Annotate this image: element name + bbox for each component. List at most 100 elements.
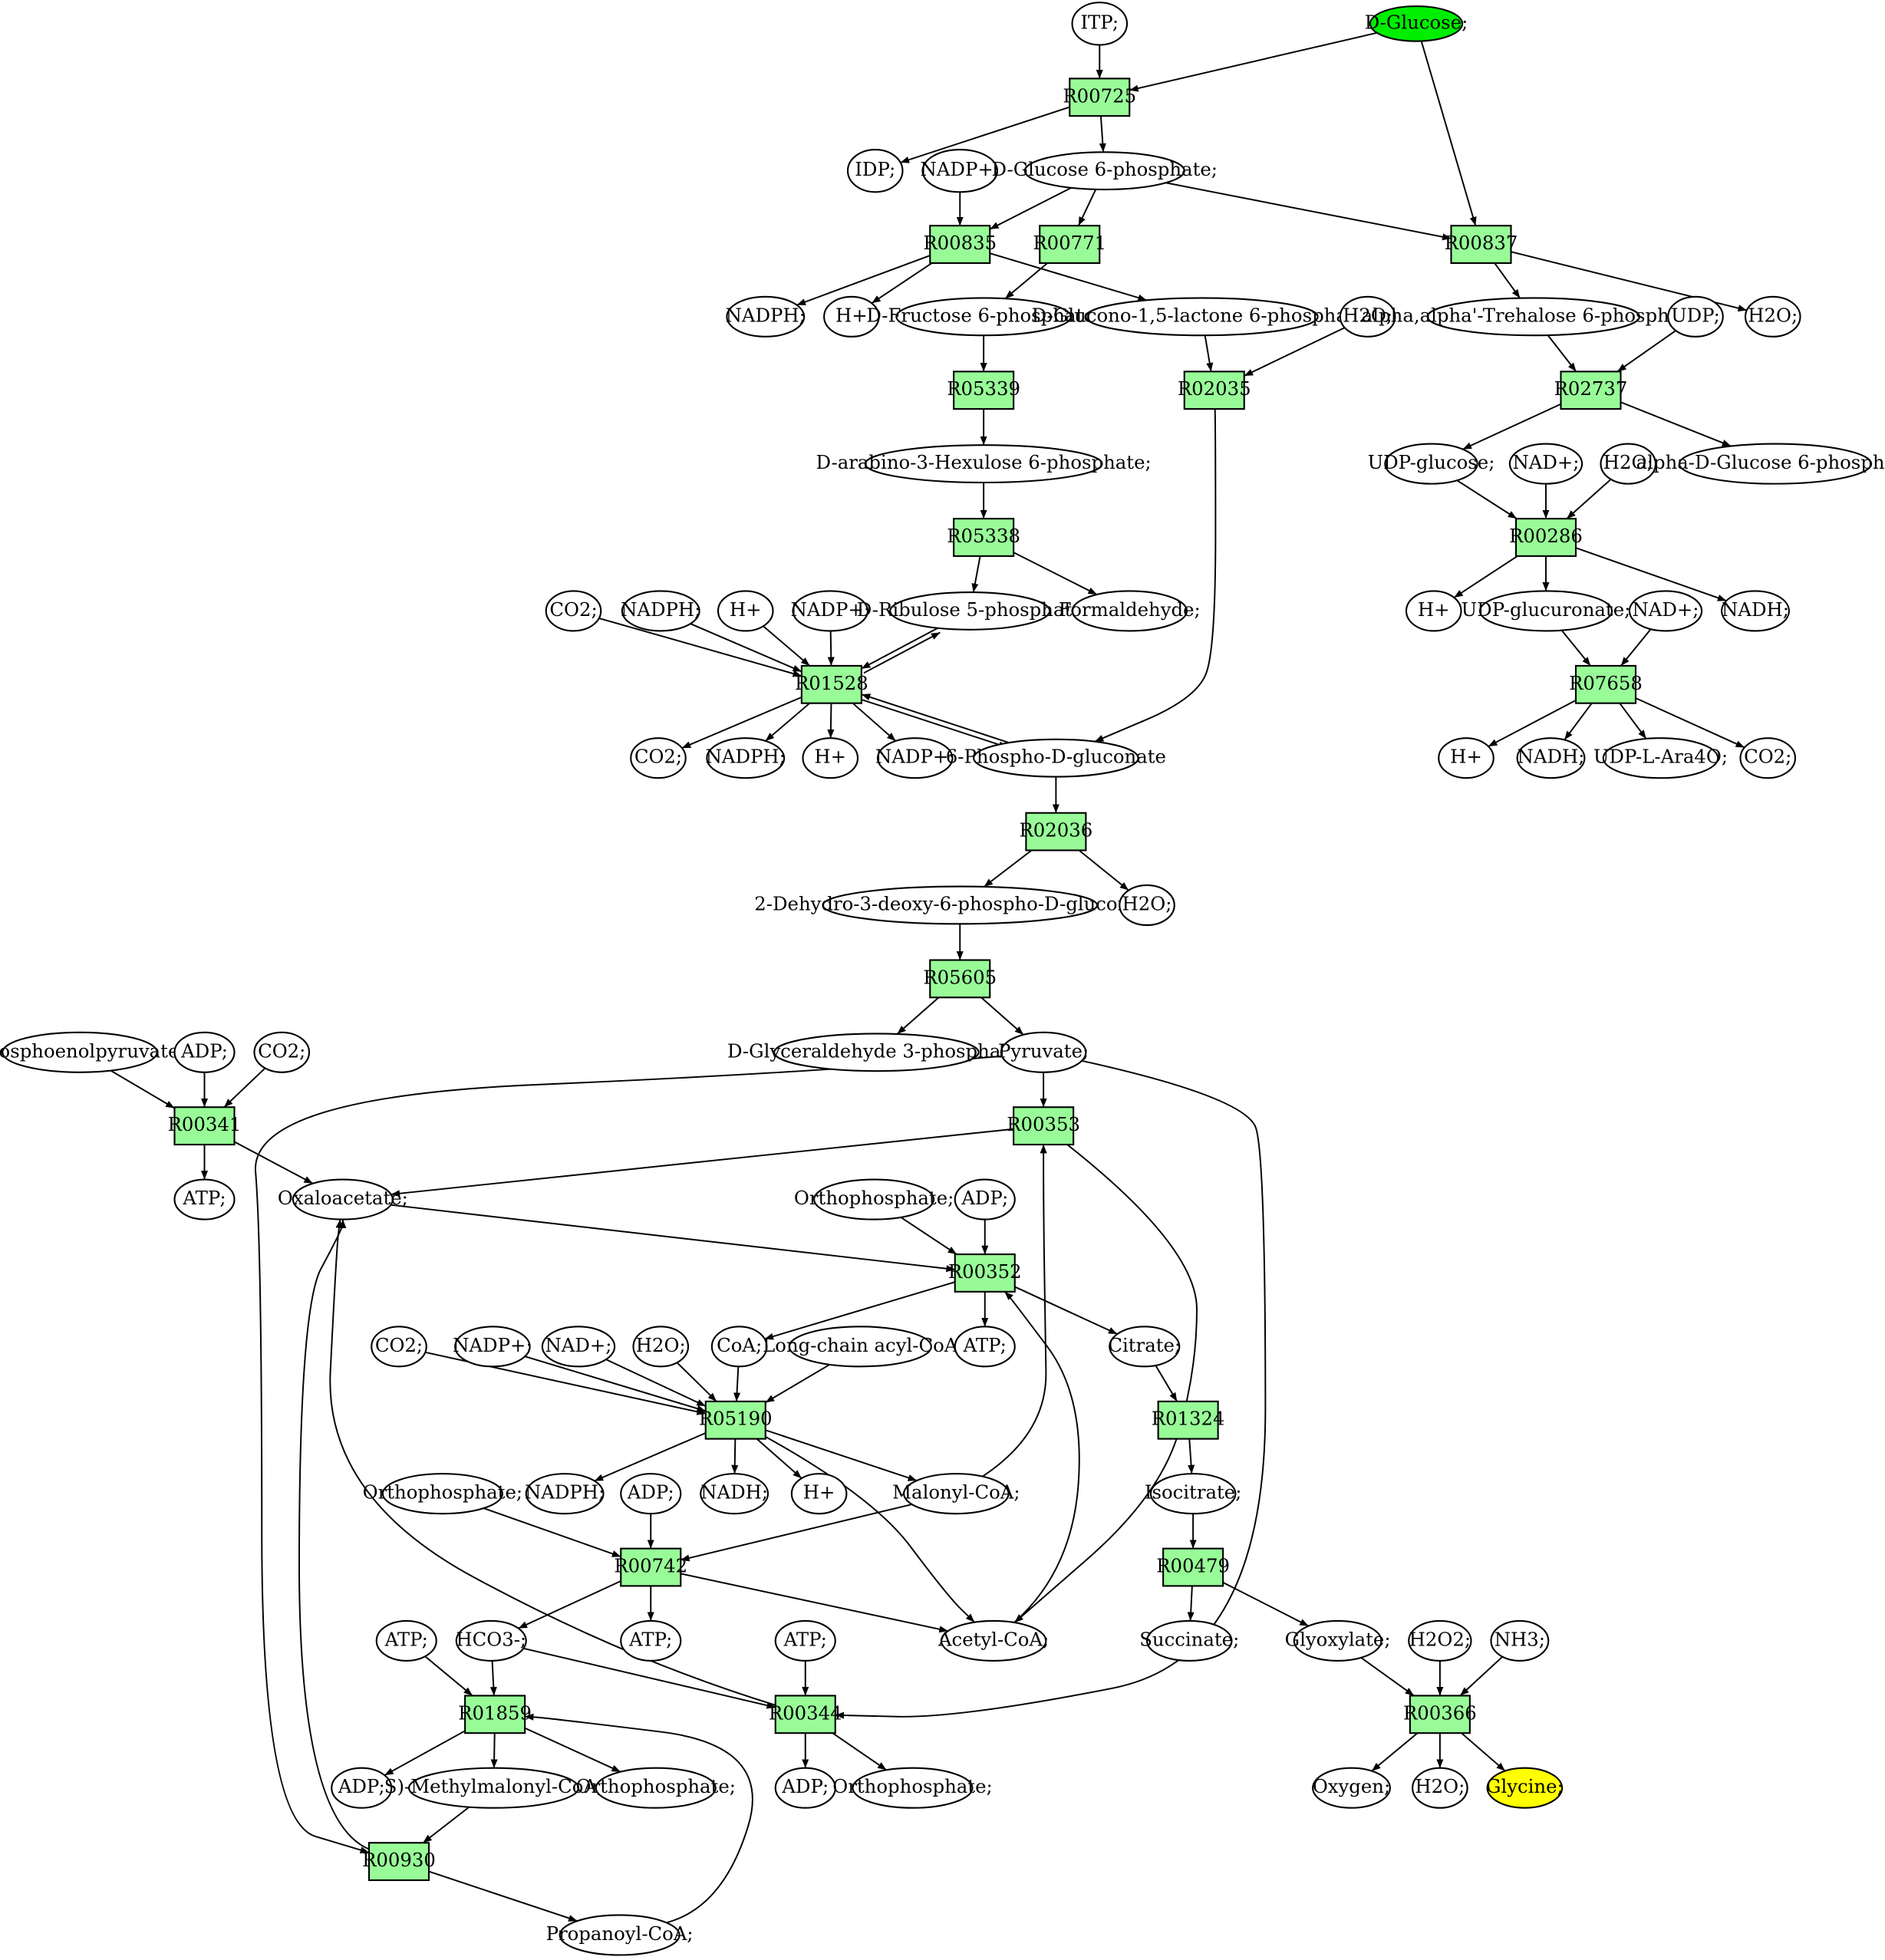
reaction-node-R00835[interactable]: R00835: [923, 225, 997, 264]
reaction-node-R05338[interactable]: R05338: [947, 518, 1020, 557]
reaction-node-R00341[interactable]: R00341: [168, 1106, 242, 1146]
compound-node-nadph4[interactable]: NADPH;: [525, 1473, 605, 1515]
compound-node-co2d[interactable]: CO2;: [253, 1031, 311, 1073]
compound-node-formald[interactable]: Formaldehyde;: [1059, 590, 1201, 632]
compound-node-f6p[interactable]: D-Fructose 6-phosphate;: [866, 297, 1101, 337]
compound-node-udp[interactable]: UDP;: [1667, 295, 1724, 338]
compound-node-co2a[interactable]: CO2;: [545, 590, 602, 632]
compound-node-h1[interactable]: H+: [823, 295, 880, 338]
compound-node-ru5p[interactable]: D-Ribulose 5-phosphate: [857, 591, 1083, 631]
compound-node-h2o2b[interactable]: H2O2;: [1408, 1619, 1472, 1662]
compound-node-pi1[interactable]: Orthophosphate;: [794, 1178, 954, 1220]
compound-node-dglucose[interactable]: D-Glucose;: [1365, 5, 1468, 42]
compound-node-itp[interactable]: ITP;: [1071, 2, 1129, 46]
compound-node-adp5[interactable]: ADP;: [774, 1767, 836, 1809]
compound-node-nadh1[interactable]: NADH;: [1721, 590, 1790, 632]
compound-node-nadph3[interactable]: NADPH;: [706, 737, 786, 779]
compound-node-nadp1[interactable]: NADP+;: [921, 148, 1000, 193]
reaction-node-R00286[interactable]: R00286: [1509, 518, 1583, 557]
compound-node-glyox[interactable]: Glyoxylate;: [1285, 1619, 1391, 1662]
compound-node-nadh2[interactable]: NADH;: [1516, 737, 1586, 779]
reaction-node-R02035[interactable]: R02035: [1178, 371, 1251, 410]
compound-node-nad3[interactable]: NAD+;: [541, 1326, 616, 1368]
reaction-node-R01528[interactable]: R01528: [795, 664, 868, 704]
compound-node-nadp2[interactable]: NADP+;: [791, 590, 870, 632]
compound-node-atp5[interactable]: ATP;: [774, 1619, 836, 1662]
reaction-node-R07658[interactable]: R07658: [1569, 664, 1643, 704]
reaction-node-R00930[interactable]: R00930: [362, 1842, 436, 1882]
compound-node-coa[interactable]: CoA;: [710, 1326, 768, 1368]
compound-node-pep[interactable]: Phosphoenolpyruvate;: [0, 1031, 186, 1073]
reaction-node-R01324[interactable]: R01324: [1152, 1400, 1225, 1440]
compound-node-nadph2[interactable]: NADPH;: [621, 590, 700, 632]
reaction-node-R00725[interactable]: R00725: [1063, 77, 1136, 117]
reaction-node-R02036[interactable]: R02036: [1019, 812, 1092, 852]
compound-node-h2o2[interactable]: H2O;: [1744, 295, 1801, 338]
compound-node-h6[interactable]: H+: [790, 1473, 848, 1515]
reaction-node-R00366[interactable]: R00366: [1403, 1695, 1477, 1734]
compound-node-h2o6[interactable]: H2O;: [1412, 1767, 1468, 1809]
compound-node-oxygen[interactable]: Oxygen;: [1312, 1767, 1391, 1809]
reaction-node-R05605[interactable]: R05605: [923, 959, 997, 999]
compound-node-pg6[interactable]: 6-Phospho-D-gluconate: [946, 738, 1166, 778]
compound-node-atp4[interactable]: ATP;: [375, 1619, 437, 1662]
compound-node-atp1[interactable]: ATP;: [173, 1178, 236, 1220]
compound-node-h2o5[interactable]: H2O;: [632, 1326, 690, 1368]
reaction-node-R00352[interactable]: R00352: [948, 1253, 1022, 1293]
compound-node-nadh3[interactable]: NADH;: [700, 1473, 769, 1515]
reaction-node-R00344[interactable]: R00344: [769, 1695, 842, 1734]
compound-node-udpglc[interactable]: UDP-glucose;: [1368, 443, 1495, 485]
compound-node-gl6p[interactable]: D-Glucono-1,5-lactone 6-phosphate;: [1032, 297, 1373, 337]
compound-node-ah6p[interactable]: D-arabino-3-Hexulose 6-phosphate;: [816, 444, 1152, 484]
compound-node-hco3[interactable]: HCO3-;: [455, 1619, 527, 1662]
compound-node-h2o1[interactable]: H2O;: [1339, 295, 1396, 338]
compound-node-pyr[interactable]: Pyruvate;: [998, 1031, 1089, 1073]
compound-node-adg6p[interactable]: alpha-D-Glucose 6-phosphate: [1636, 443, 1885, 485]
compound-node-nh3[interactable]: NH3;: [1490, 1619, 1550, 1662]
compound-node-adp2[interactable]: ADP;: [954, 1178, 1016, 1220]
compound-node-pi3[interactable]: Orthophosphate;: [576, 1767, 736, 1809]
compound-node-gap[interactable]: D-Glyceraldehyde 3-phosphate;: [727, 1033, 1026, 1072]
compound-node-adp3[interactable]: ADP;: [620, 1473, 682, 1515]
compound-node-nadp4[interactable]: NADP+;: [453, 1326, 532, 1368]
reaction-node-R05190[interactable]: R05190: [699, 1400, 773, 1440]
compound-node-co2c[interactable]: CO2;: [1739, 737, 1797, 779]
reaction-node-R01859[interactable]: R01859: [458, 1695, 532, 1734]
compound-node-tre6p[interactable]: alpha,alpha'-Trehalose 6-phosphate;: [1362, 297, 1705, 337]
reaction-node-R00353[interactable]: R00353: [1007, 1106, 1080, 1146]
compound-node-adp4[interactable]: ADP;: [331, 1767, 393, 1809]
compound-node-h5[interactable]: H+: [1438, 737, 1494, 779]
compound-node-oaa[interactable]: Oxaloacetate;: [278, 1178, 408, 1220]
compound-node-lcacoa[interactable]: Long-chain acyl-CoA: [763, 1326, 958, 1368]
compound-node-h4[interactable]: H+: [802, 737, 859, 779]
compound-node-co2e[interactable]: CO2;: [371, 1326, 427, 1368]
compound-node-nadp3[interactable]: NADP+;: [875, 737, 954, 779]
compound-node-succ[interactable]: Succinate;: [1139, 1619, 1239, 1662]
compound-node-h2o3[interactable]: H2O;: [1600, 443, 1657, 485]
compound-node-g6p[interactable]: D-Glucose 6-phosphate;: [992, 151, 1218, 191]
compound-node-idp[interactable]: IDP;: [846, 148, 904, 193]
compound-node-udpglcu[interactable]: UDP-glucuronate;: [1462, 590, 1631, 632]
compound-node-adp1[interactable]: ADP;: [173, 1031, 236, 1073]
compound-node-h2[interactable]: H+: [717, 590, 774, 632]
reaction-node-R00771[interactable]: R00771: [1033, 225, 1106, 264]
compound-node-co2b[interactable]: CO2;: [630, 737, 687, 779]
compound-node-accoa[interactable]: Acetyl-CoA;: [938, 1619, 1049, 1662]
compound-node-udpara[interactable]: UDP-L-Ara4O;: [1593, 737, 1728, 779]
compound-node-nad2[interactable]: NAD+;: [1628, 590, 1703, 632]
compound-node-atp3[interactable]: ATP;: [620, 1619, 682, 1662]
reaction-node-R00837[interactable]: R00837: [1445, 225, 1518, 264]
compound-node-smmcoa[interactable]: S)-Methylmalonyl-CoA;: [384, 1767, 603, 1809]
compound-node-propcoa[interactable]: Propanoyl-CoA;: [546, 1914, 694, 1956]
compound-node-malcoa[interactable]: Malonyl-CoA;: [892, 1473, 1020, 1515]
compound-node-pi2[interactable]: Orthophosphate;: [363, 1473, 522, 1515]
compound-node-kdpg[interactable]: 2-Dehydro-3-deoxy-6-phospho-D-gluconate;: [754, 885, 1165, 925]
reaction-node-R00479[interactable]: R00479: [1156, 1547, 1230, 1587]
compound-node-pi4[interactable]: Orthophosphate;: [832, 1767, 993, 1809]
compound-node-nad1[interactable]: NAD+;: [1508, 443, 1583, 485]
compound-node-isocit[interactable]: Isocitrate;: [1145, 1473, 1242, 1515]
compound-node-citrate[interactable]: Citrate;: [1108, 1326, 1181, 1368]
reaction-node-R00742[interactable]: R00742: [614, 1547, 687, 1587]
compound-node-h3[interactable]: H+: [1405, 590, 1462, 632]
compound-node-atp2[interactable]: ATP;: [954, 1326, 1016, 1368]
